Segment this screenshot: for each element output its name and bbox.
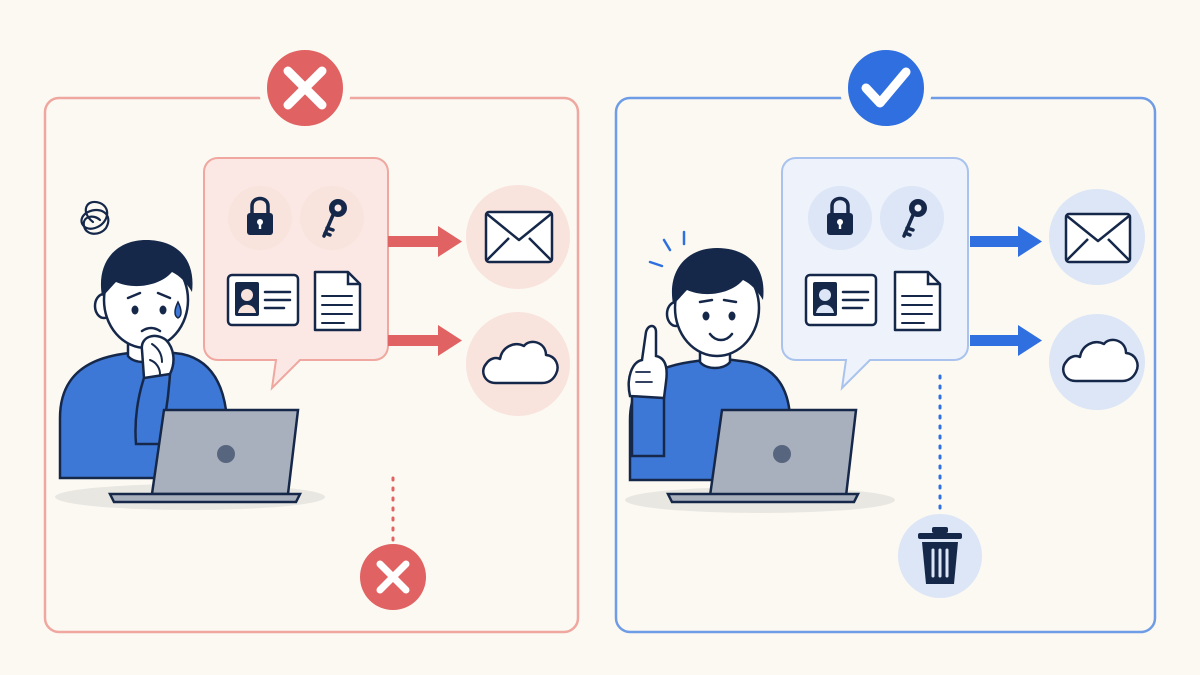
happy-person (627, 248, 792, 482)
id-card-icon (804, 273, 878, 327)
key-icon (880, 186, 944, 250)
good-practice-panel (614, 42, 1157, 634)
arrow-to-cloud (388, 325, 462, 356)
laptop-base (665, 492, 861, 504)
bad-practice-panel (43, 42, 580, 634)
personal-data-bubble (203, 157, 389, 391)
check-mark-icon (861, 67, 911, 108)
cloud-icon (466, 312, 570, 416)
email-icon (466, 185, 570, 289)
arrow-to-email (970, 226, 1042, 257)
idea-sparks-icon (648, 230, 686, 268)
key-icon (300, 186, 364, 250)
speech-bubble (781, 157, 969, 391)
lock-icon (808, 186, 872, 250)
speech-bubble (203, 157, 389, 391)
id-card-icon (226, 273, 300, 327)
document-icon (313, 270, 362, 332)
trash-can-icon (898, 514, 982, 598)
document-icon (893, 270, 942, 332)
x-mark-icon (283, 66, 327, 110)
cloud-icon (1049, 314, 1145, 410)
laptop-base (107, 492, 303, 504)
email-icon (1049, 189, 1145, 285)
arrow-to-cloud (970, 325, 1042, 356)
laptop (665, 408, 861, 504)
verdict-circle (840, 42, 932, 134)
laptop (107, 408, 303, 504)
person-hair (100, 240, 193, 296)
personal-data-bubble (781, 157, 969, 391)
lock-icon (228, 186, 292, 250)
x-mark-icon (376, 560, 410, 594)
verdict-badge-wrong (259, 42, 351, 134)
arrow-to-email (388, 226, 462, 257)
person-raised-hand (627, 324, 668, 400)
no-disposal-badge (360, 544, 426, 610)
confusion-scribble-icon (80, 200, 110, 235)
verdict-badge-correct (840, 42, 932, 134)
person-hair (671, 248, 764, 304)
